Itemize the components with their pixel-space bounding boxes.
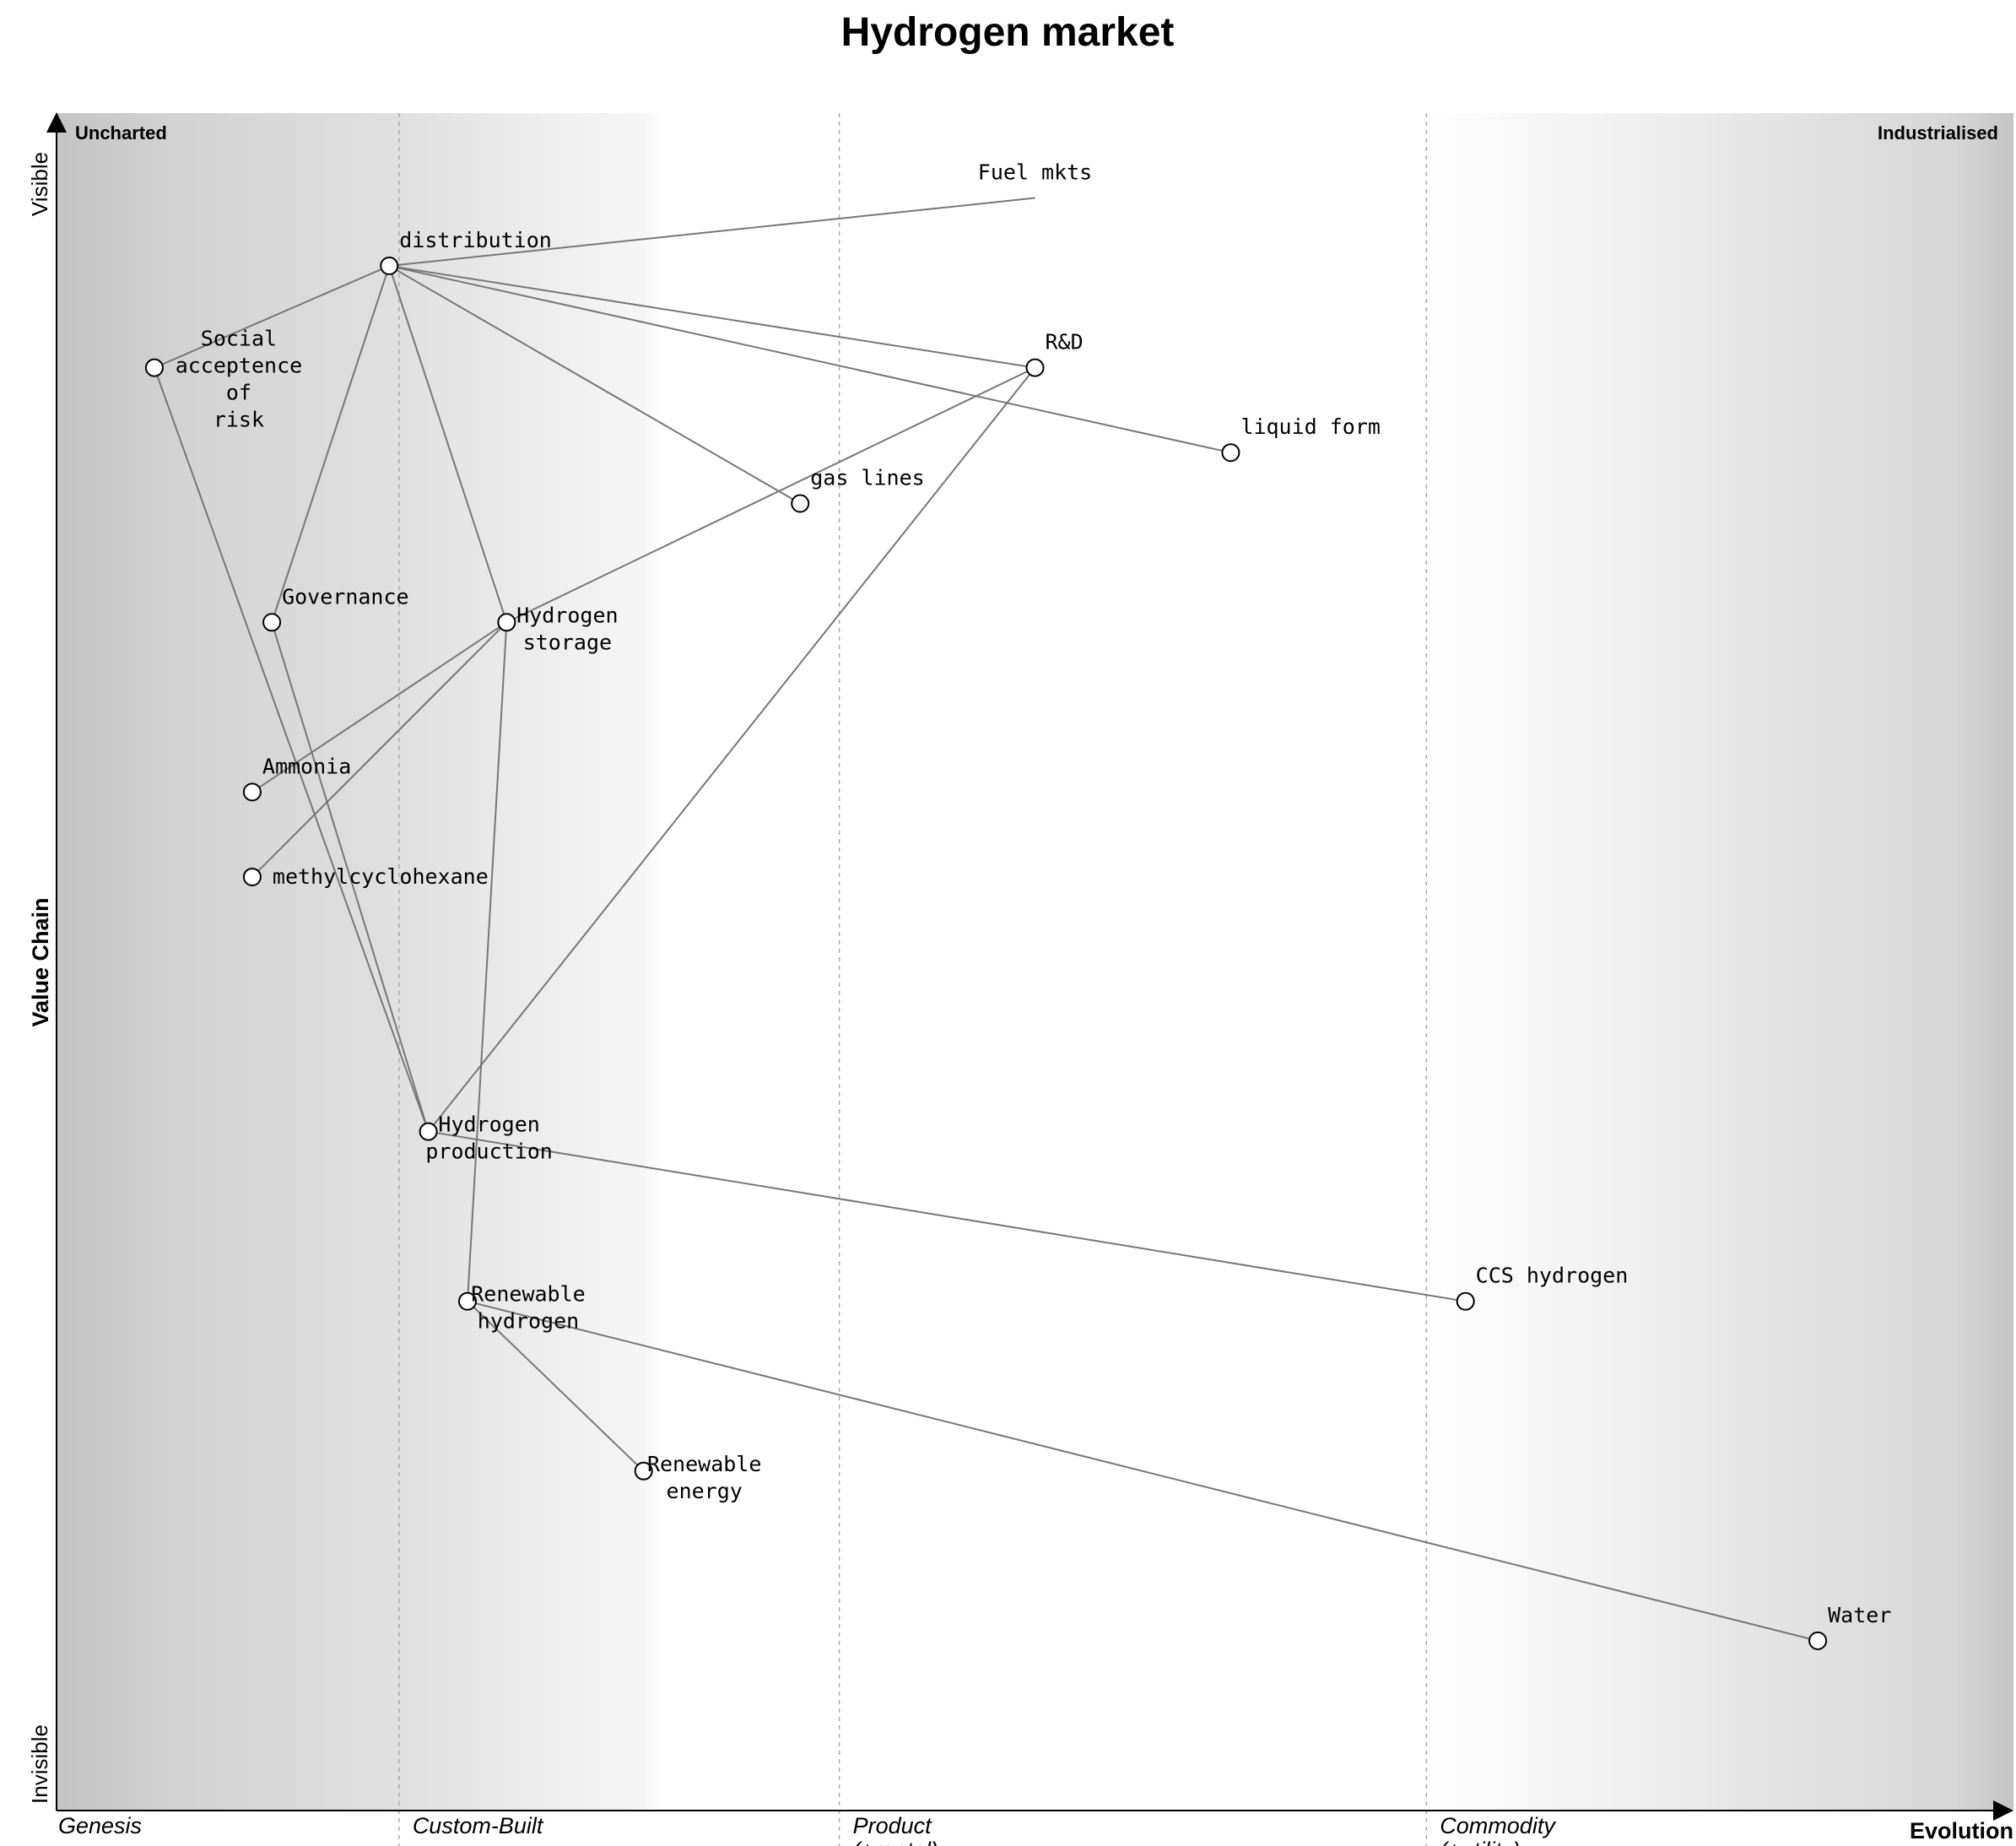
link-gov-prod — [271, 622, 430, 1132]
link-dist-fuel — [389, 197, 1035, 267]
link-dist-soc — [154, 265, 390, 369]
evolution-stage-labels: Genesis Custom-Built Product(+rental) Commo… — [58, 1813, 1556, 1846]
link-dist-liq — [389, 265, 1231, 454]
link-prod-ccs — [428, 1130, 1466, 1302]
link-soc-prod — [154, 367, 430, 1132]
component-label-dist: distribution — [399, 228, 552, 252]
component-water[interactable] — [1808, 1631, 1828, 1650]
map-background — [57, 113, 2013, 1811]
y-axis-invisible-label: Invisible — [27, 1724, 52, 1804]
components — [144, 256, 1828, 1650]
x-axis-label: Evolution — [1910, 1818, 2013, 1843]
component-amm[interactable] — [242, 782, 262, 802]
component-label-water: Water — [1828, 1603, 1891, 1627]
component-mch[interactable] — [242, 867, 262, 886]
y-axis-visible-label: Visible — [27, 152, 52, 216]
component-rnd[interactable] — [1025, 358, 1045, 377]
link-dist-gas — [388, 265, 801, 505]
component-re[interactable] — [634, 1461, 653, 1481]
corner-label-industrialised: Industrialised — [1878, 122, 1998, 143]
component-rh[interactable] — [457, 1291, 477, 1311]
link-dist-stor — [388, 265, 508, 623]
y-axis-arrow-icon — [46, 112, 67, 133]
component-label-gas: gas lines — [810, 466, 924, 490]
stage-label-genesis: Genesis — [58, 1813, 142, 1838]
component-label-fuel: Fuel mkts — [978, 160, 1092, 185]
link-rnd-prod — [427, 367, 1036, 1133]
component-label-ccs: CCS hydrogen — [1476, 1264, 1629, 1288]
component-prod[interactable] — [419, 1122, 438, 1141]
link-rnd-stor — [505, 366, 1035, 624]
component-label-amm: Ammonia — [262, 754, 351, 778]
component-label-mch: methylcyclohexane — [273, 864, 489, 889]
y-axis-label: Value Chain — [28, 897, 53, 1026]
stage-label-product: Product(+rental) — [853, 1813, 938, 1846]
component-ccs[interactable] — [1456, 1291, 1475, 1311]
link-dist-gov — [271, 265, 391, 623]
link-stor-rh — [466, 622, 508, 1302]
component-stor[interactable] — [497, 613, 516, 632]
stage-label-custom-built: Custom-Built — [413, 1813, 544, 1838]
link-dist-rnd — [389, 265, 1035, 369]
link-rh-water — [467, 1300, 1819, 1642]
component-gov[interactable] — [262, 613, 282, 632]
corner-label-uncharted: Uncharted — [75, 122, 167, 143]
evolution-stage-dividers — [398, 113, 1428, 1846]
x-axis-arrow-icon — [1993, 1800, 2013, 1821]
component-label-rnd: R&D — [1046, 330, 1084, 355]
link-rh-re — [467, 1300, 645, 1472]
link-stor-amm — [251, 621, 507, 793]
component-liq[interactable] — [1221, 443, 1240, 463]
component-label-liq: liquid form — [1240, 414, 1381, 439]
link-stor-mch — [251, 621, 508, 878]
dependency-links — [154, 197, 1819, 1642]
component-gas[interactable] — [791, 494, 810, 513]
stage-label-commodity: Commodity(+utility) — [1440, 1813, 1556, 1846]
map-title: Hydrogen market — [841, 10, 1175, 55]
component-dist[interactable] — [380, 256, 399, 275]
component-soc[interactable] — [144, 358, 164, 377]
component-label-gov: Governance — [282, 584, 409, 609]
